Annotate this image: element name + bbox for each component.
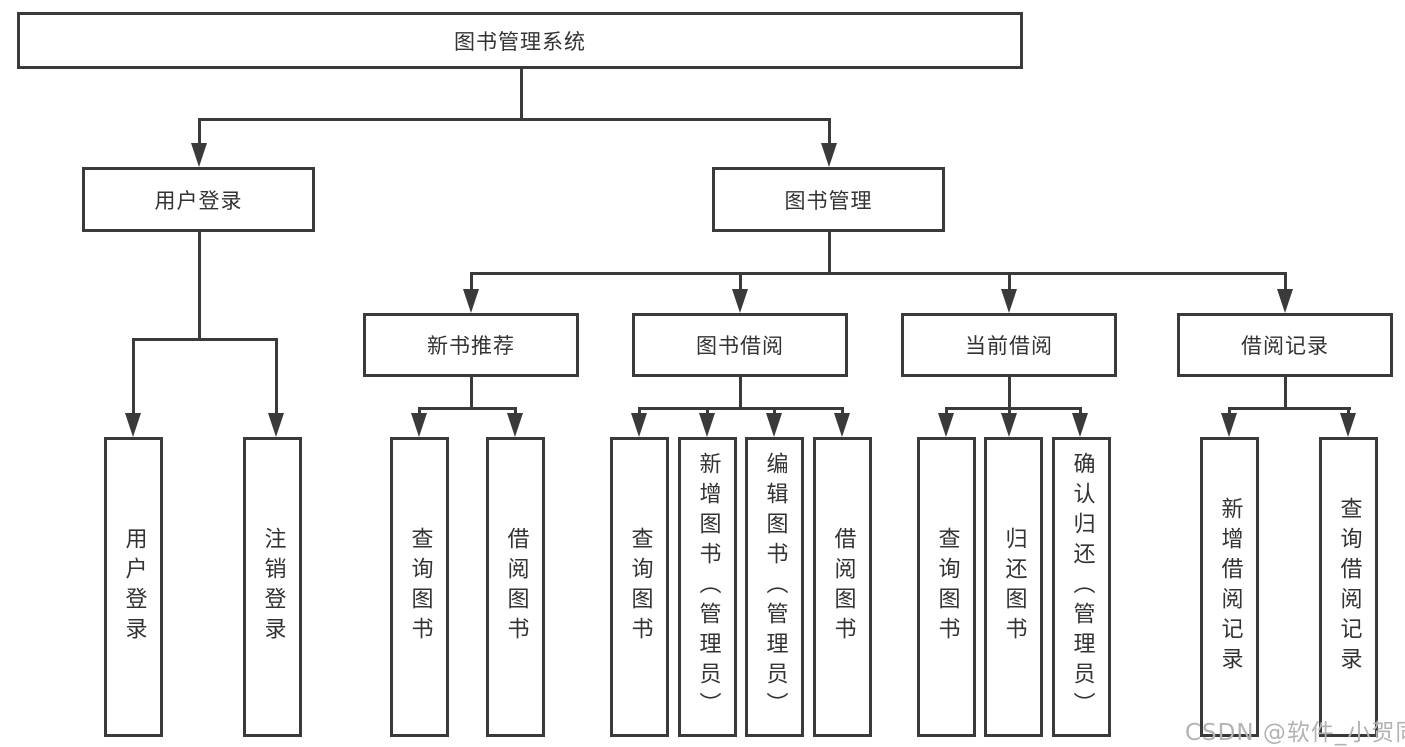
arrowhead-icon xyxy=(1001,289,1017,313)
connector-line xyxy=(132,338,278,341)
connector-line xyxy=(1284,272,1287,292)
connector-line xyxy=(945,407,1082,410)
leaf-query-book-current: 查询图书 xyxy=(917,437,976,737)
connector-line xyxy=(418,407,421,417)
arrowhead-icon xyxy=(1221,413,1237,437)
node-new-book-recommend-label: 新书推荐 xyxy=(427,334,515,358)
connector-line xyxy=(945,407,948,417)
arrowhead-icon xyxy=(411,413,427,437)
connector-line xyxy=(132,338,135,416)
connector-line xyxy=(520,68,523,118)
leaf-add-book-admin: 新增图书（管理员） xyxy=(678,437,737,737)
connector-line xyxy=(1284,377,1287,407)
arrowhead-icon xyxy=(125,413,141,437)
connector-line xyxy=(1079,407,1082,417)
arrowhead-icon xyxy=(463,289,479,313)
leaf-query-book-current-label: 查询图书 xyxy=(934,527,960,647)
csdn-watermark: CSDN @软件_小贺同学 xyxy=(1185,720,1405,746)
connector-line xyxy=(198,118,201,146)
connector-line xyxy=(418,407,517,410)
arrowhead-icon xyxy=(1072,413,1088,437)
leaf-query-book-borrow: 查询图书 xyxy=(610,437,669,737)
node-book-borrow-label: 图书借阅 xyxy=(696,334,784,358)
leaf-return-book-label: 归还图书 xyxy=(1001,527,1027,647)
arrowhead-icon xyxy=(699,413,715,437)
connector-line xyxy=(1228,407,1351,410)
node-new-book-recommend: 新书推荐 xyxy=(363,313,579,377)
connector-line xyxy=(470,377,473,407)
connector-line xyxy=(470,272,473,292)
node-current-borrow: 当前借阅 xyxy=(901,313,1117,377)
connector-line xyxy=(739,272,742,292)
connector-line xyxy=(198,118,831,121)
leaf-borrow-book-recommend-label: 借阅图书 xyxy=(503,527,529,647)
node-borrow-records-label: 借阅记录 xyxy=(1241,334,1329,358)
connector-line xyxy=(773,407,776,417)
node-root-label: 图书管理系统 xyxy=(454,29,586,54)
connector-line xyxy=(1347,407,1350,417)
node-borrow-records: 借阅记录 xyxy=(1177,313,1393,377)
leaf-query-book-recommend: 查询图书 xyxy=(390,437,449,737)
connector-line xyxy=(1228,407,1231,417)
leaf-query-borrow-record-label: 查询借阅记录 xyxy=(1336,497,1362,677)
node-current-borrow-label: 当前借阅 xyxy=(965,334,1053,358)
arrowhead-icon xyxy=(631,413,647,437)
leaf-borrow-book-label: 借阅图书 xyxy=(830,527,856,647)
arrowhead-icon xyxy=(191,143,207,167)
connector-line xyxy=(841,407,844,417)
connector-line xyxy=(828,118,831,146)
leaf-confirm-return-admin: 确认归还（管理员） xyxy=(1052,437,1111,737)
leaf-user-login-label: 用户登录 xyxy=(121,527,147,647)
leaf-add-book-admin-label: 新增图书（管理员） xyxy=(695,452,721,722)
node-root: 图书管理系统 xyxy=(17,12,1023,69)
node-book-management-label: 图书管理 xyxy=(784,188,873,213)
connector-line xyxy=(1008,407,1011,417)
connector-line xyxy=(739,377,742,407)
connector-line xyxy=(198,232,201,338)
connector-line xyxy=(470,272,1287,275)
node-user-login-label: 用户登录 xyxy=(154,188,243,213)
leaf-edit-book-admin-label: 编辑图书（管理员） xyxy=(762,452,788,722)
leaf-add-borrow-record-label: 新增借阅记录 xyxy=(1217,497,1243,677)
leaf-query-book-borrow-label: 查询图书 xyxy=(627,527,653,647)
leaf-add-borrow-record: 新增借阅记录 xyxy=(1200,437,1259,737)
leaf-logout: 注销登录 xyxy=(243,437,302,737)
arrowhead-icon xyxy=(732,289,748,313)
leaf-query-borrow-record: 查询借阅记录 xyxy=(1319,437,1378,737)
leaf-edit-book-admin: 编辑图书（管理员） xyxy=(745,437,804,737)
connector-line xyxy=(706,407,709,417)
connector-line xyxy=(1008,272,1011,292)
arrowhead-icon xyxy=(268,413,284,437)
leaf-borrow-book-recommend: 借阅图书 xyxy=(486,437,545,737)
leaf-confirm-return-admin-label: 确认归还（管理员） xyxy=(1069,452,1095,722)
leaf-borrow-book: 借阅图书 xyxy=(813,437,872,737)
node-book-management: 图书管理 xyxy=(712,167,945,232)
node-book-borrow: 图书借阅 xyxy=(632,313,848,377)
arrowhead-icon xyxy=(938,413,954,437)
arrowhead-icon xyxy=(1277,289,1293,313)
leaf-logout-label: 注销登录 xyxy=(260,527,286,647)
leaf-query-book-recommend-label: 查询图书 xyxy=(407,527,433,647)
connector-line xyxy=(828,232,831,272)
connector-line xyxy=(1008,377,1011,407)
leaf-return-book: 归还图书 xyxy=(984,437,1043,737)
arrowhead-icon xyxy=(1001,413,1017,437)
arrowhead-icon xyxy=(507,413,523,437)
connector-line xyxy=(638,407,844,410)
connector-line xyxy=(275,338,278,416)
leaf-user-login: 用户登录 xyxy=(104,437,163,737)
arrowhead-icon xyxy=(766,413,782,437)
node-user-login: 用户登录 xyxy=(82,167,315,232)
arrowhead-icon xyxy=(821,143,837,167)
arrowhead-icon xyxy=(1340,413,1356,437)
arrowhead-icon xyxy=(834,413,850,437)
connector-line xyxy=(638,407,641,417)
connector-line xyxy=(514,407,517,417)
